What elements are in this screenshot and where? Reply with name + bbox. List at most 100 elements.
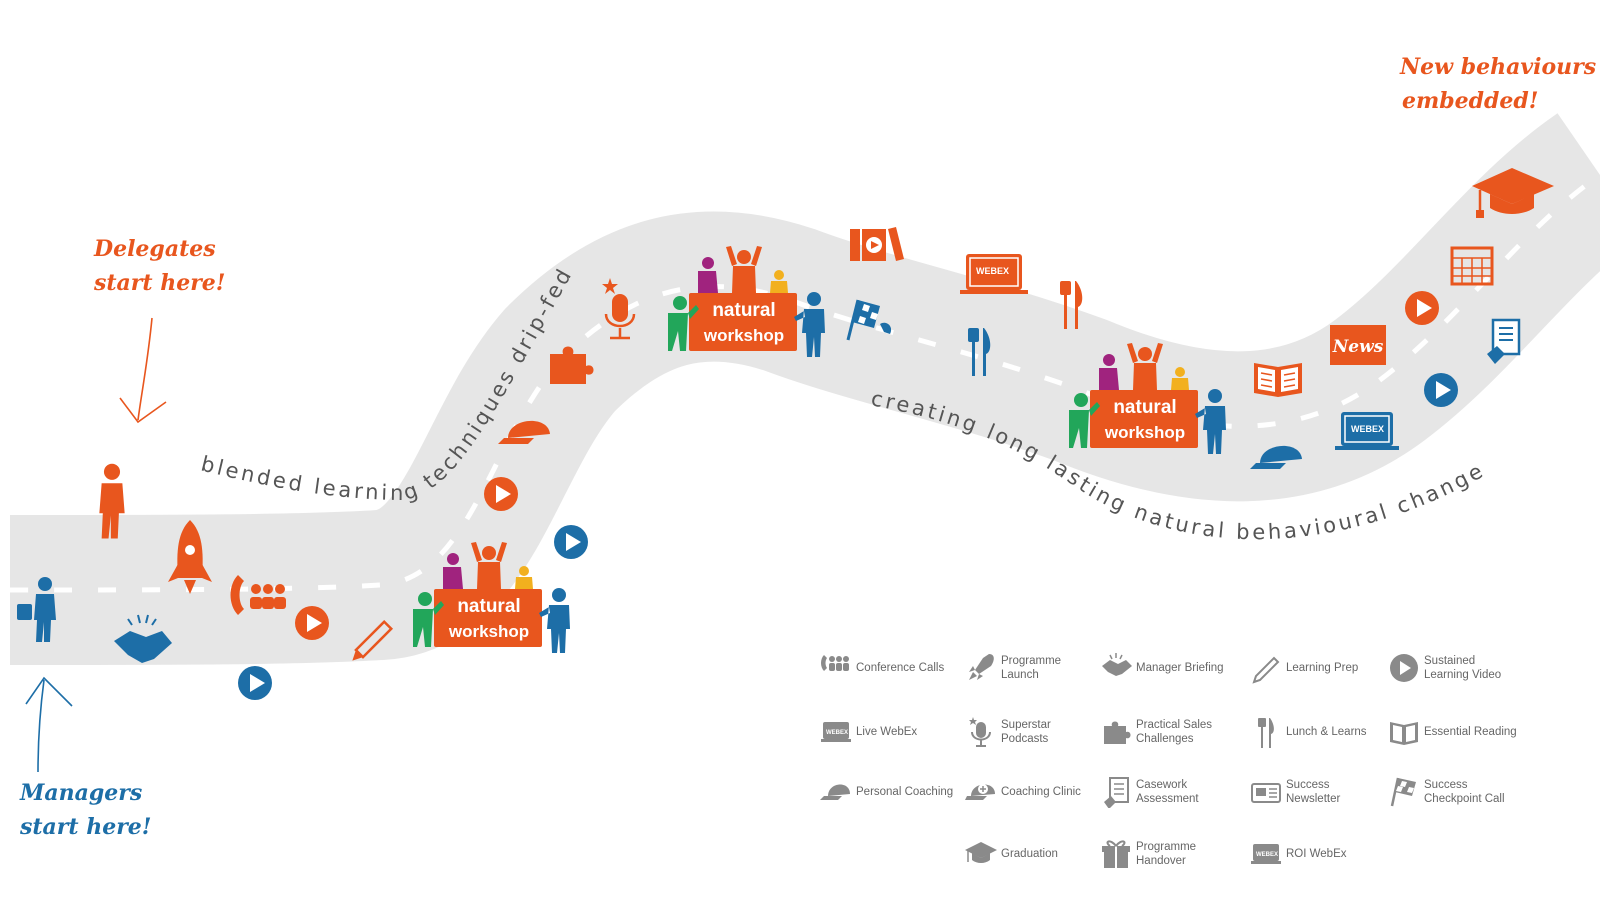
new-behaviours-line2: embedded! (1402, 88, 1539, 114)
delegates-arrow (119, 317, 167, 424)
handshake-road-icon (114, 614, 172, 663)
casework-road-icon (1487, 318, 1521, 364)
microphone-road-icon (602, 278, 636, 340)
legend-item: Learning Prep (1250, 652, 1358, 684)
legend-item-label: Programme Launch (1001, 655, 1062, 681)
legend-item: Success Checkpoint Call (1388, 776, 1505, 808)
webex-road-label-2: WEBEX (1351, 424, 1384, 434)
gift-icon (1102, 840, 1130, 868)
rocket-road-icon (168, 520, 212, 594)
news-road-icon: News (1330, 325, 1386, 365)
coaching-clinic-icon (965, 784, 995, 800)
legend: Conference Calls Programme Launch Manager … (820, 640, 1580, 890)
webex-road-label-1: WEBEX (976, 266, 1009, 276)
new-behaviours-callout: New behaviours embedded! (1400, 50, 1596, 118)
legend-item-label: Success Newsletter (1286, 779, 1341, 805)
legend-item-label: Superstar Podcasts (1001, 719, 1051, 745)
legend-item-label: Live WebEx (856, 726, 918, 738)
workshop-icon-1: natural workshop (413, 542, 570, 653)
cap-road-icon-2 (1250, 445, 1302, 469)
webex-road-icon-1: WEBEX (960, 254, 1028, 294)
casework-icon (1104, 777, 1129, 808)
book-icon (1390, 722, 1418, 745)
microphone-icon (969, 717, 991, 747)
play-icon (1390, 654, 1418, 682)
svg-text:WEBEX: WEBEX (826, 730, 848, 736)
graduation-cap-icon (965, 842, 997, 863)
delegates-line2: start here! (94, 270, 226, 296)
calendar-road-icon (1450, 246, 1494, 286)
managers-line1: Managers (20, 780, 143, 806)
legend-item: WEBEX ROI WebEx (1250, 838, 1347, 870)
rocket-icon (969, 654, 994, 680)
legend-item: Graduation (965, 838, 1058, 870)
graduation-cap-road-icon (1472, 168, 1554, 218)
workshop-3-line1: natural (1113, 397, 1176, 418)
play-road-icon-4 (554, 525, 588, 559)
workshop-icon-3: natural workshop (1069, 343, 1226, 454)
checkered-flag-icon (1390, 777, 1416, 807)
workshop-2-line1: natural (712, 300, 775, 321)
newsletter-icon (1251, 783, 1281, 803)
legend-item-label: Essential Reading (1424, 726, 1517, 738)
workshop-1-line1: natural (457, 596, 520, 617)
legend-item-label: Conference Calls (856, 662, 945, 674)
news-road-label: News (1332, 337, 1384, 357)
legend-item: Conference Calls (820, 652, 944, 684)
puzzle-icon (1104, 721, 1131, 744)
legend-item: Essential Reading (1388, 716, 1517, 748)
cap-icon (820, 784, 850, 800)
cutlery-road-icon-1 (1060, 281, 1083, 329)
managers-line2: start here! (20, 814, 152, 840)
manager-walking-icon (17, 577, 56, 642)
legend-item: WEBEX Live WebEx (820, 716, 917, 748)
workshop-1-line2: workshop (448, 622, 529, 641)
legend-item: Personal Coaching (820, 776, 953, 808)
legend-item: Superstar Podcasts (965, 716, 1051, 748)
workshop-2-line2: workshop (703, 326, 784, 345)
legend-item: Coaching Clinic (965, 776, 1081, 808)
legend-item-label: Coaching Clinic (1001, 786, 1081, 798)
legend-item-label: Graduation (1001, 848, 1058, 860)
legend-item-label: Programme Handover (1136, 841, 1197, 867)
legend-item-label: Sustained Learning Video (1424, 655, 1502, 681)
books-video-road-icon (850, 227, 904, 261)
new-behaviours-line1: New behaviours (1400, 54, 1597, 80)
pencil-icon (1252, 656, 1280, 684)
cutlery-road-icon-2 (968, 328, 991, 376)
webex-road-icon-2: WEBEX (1335, 412, 1399, 450)
puzzle-road-icon (550, 346, 594, 384)
legend-item: Practical Sales Challenges (1100, 716, 1212, 748)
legend-item-label: Lunch & Learns (1286, 726, 1367, 738)
play-road-icon-3 (484, 477, 518, 511)
legend-item: Success Newsletter (1250, 776, 1340, 808)
legend-item: Sustained Learning Video (1388, 652, 1501, 684)
legend-item-label: ROI WebEx (1286, 848, 1347, 860)
legend-item-label: Success Checkpoint Call (1424, 779, 1505, 805)
managers-arrow (25, 676, 73, 773)
legend-item-label: Practical Sales Challenges (1136, 719, 1213, 745)
conference-calls-icon (821, 655, 849, 671)
managers-callout: Managers start here! (20, 776, 151, 844)
svg-text:WEBEX: WEBEX (1256, 852, 1278, 858)
conference-call-road-icon (230, 575, 286, 615)
legend-item: Manager Briefing (1100, 652, 1224, 684)
cap-road-icon-1 (498, 420, 550, 444)
delegates-line1: Delegates (94, 236, 216, 262)
play-road-icon-1 (295, 606, 329, 640)
legend-item: Lunch & Learns (1250, 716, 1367, 748)
handshake-icon (1102, 653, 1132, 676)
book-road-icon (1254, 363, 1302, 397)
legend-item: Programme Handover (1100, 838, 1196, 870)
workshop-icon-2: natural workshop (668, 246, 825, 357)
legend-item-label: Personal Coaching (856, 786, 954, 798)
play-road-icon-2 (238, 666, 272, 700)
legend-item-label: Manager Briefing (1136, 662, 1224, 674)
roi-webex-icon: WEBEX (1251, 844, 1281, 864)
checkered-flag-road-icon (846, 299, 892, 341)
workshop-3-line2: workshop (1104, 423, 1185, 442)
legend-item-label: Learning Prep (1286, 662, 1359, 674)
legend-item: Casework Assessment (1100, 776, 1199, 808)
play-road-icon-6 (1424, 373, 1458, 407)
